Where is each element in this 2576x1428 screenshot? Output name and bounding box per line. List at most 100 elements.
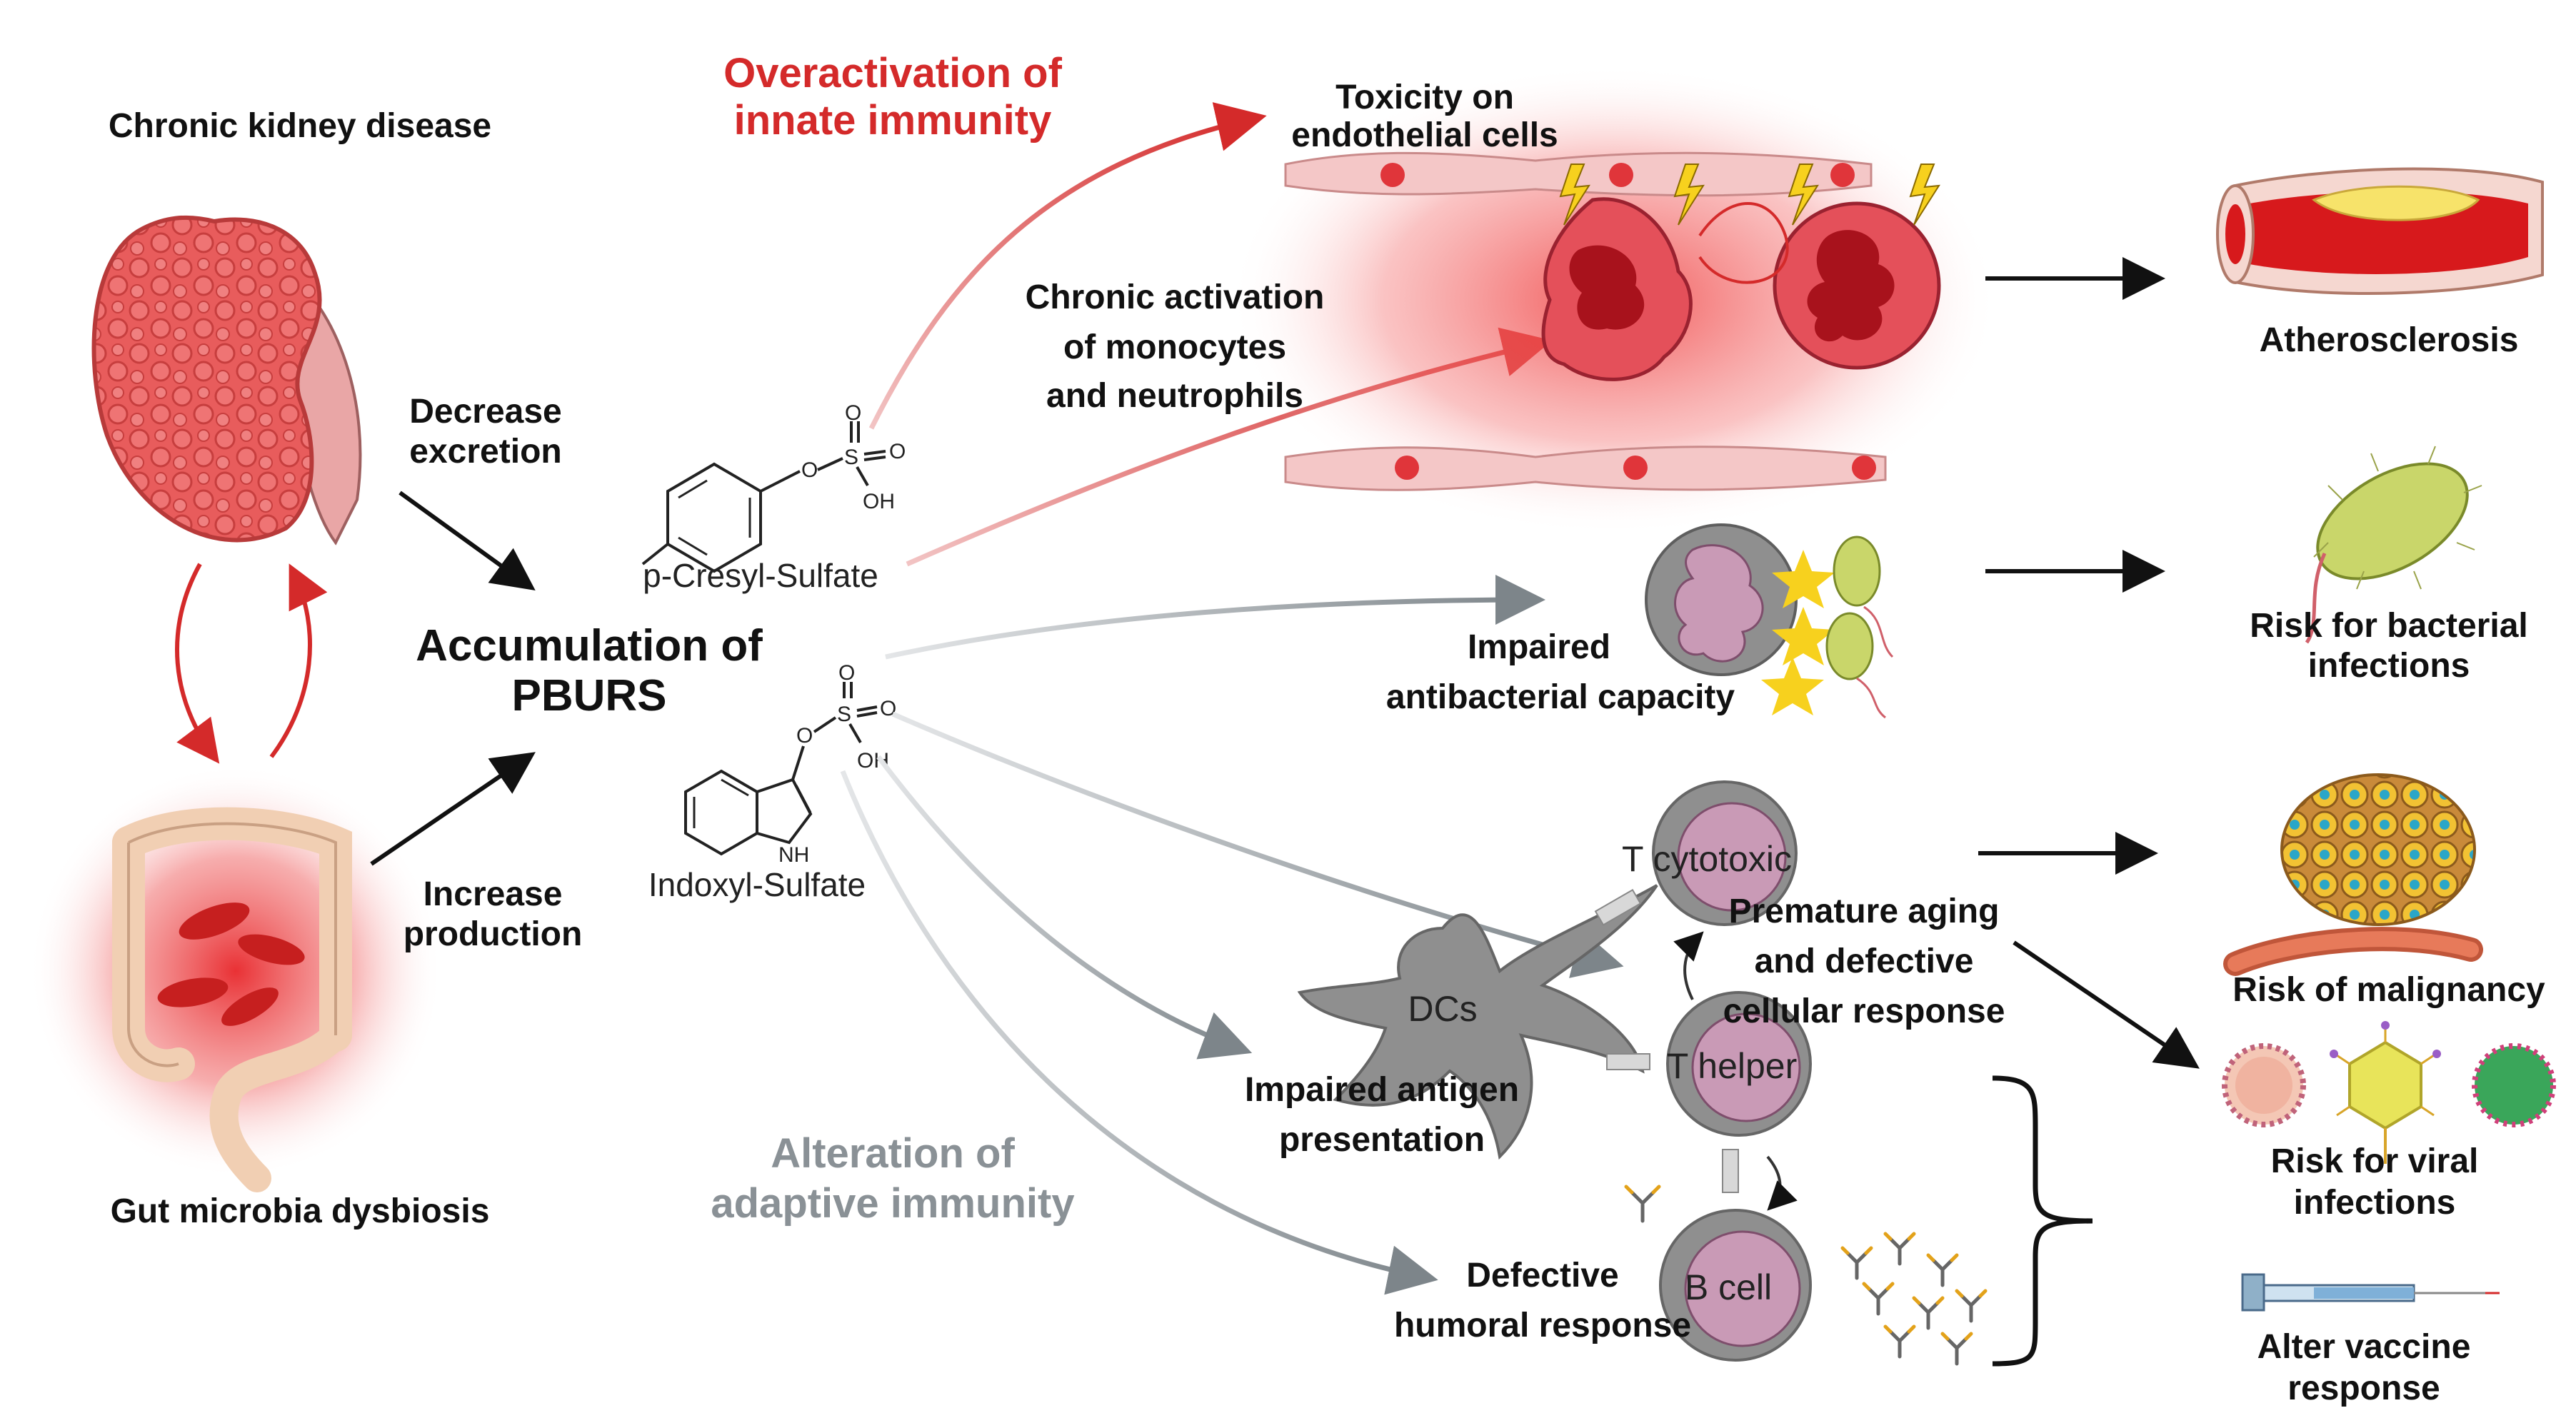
svg-text:infections: infections [2294,1184,2456,1222]
p-cresyl-sulfate-label: p-Cresyl-Sulfate [643,557,878,594]
svg-text:PBURS: PBURS [511,671,666,720]
viral-risk-label: Risk for viral infections [2271,1142,2479,1222]
svg-text:Defective: Defective [1466,1257,1618,1294]
svg-text:B cell: B cell [1685,1267,1772,1307]
atherosclerosis-label: Atherosclerosis [2260,321,2519,359]
svg-text:Chronic kidney disease: Chronic kidney disease [109,107,491,145]
intestine-icon [29,764,443,1192]
svg-text:Alteration of: Alteration of [771,1130,1015,1177]
svg-text:T helper: T helper [1667,1046,1798,1086]
vaccine-label: Alter vaccine response [2257,1328,2471,1407]
bacterium-icon [2305,446,2482,644]
impaired-antibacterial-label: Impaired antibacterial capacity [1386,628,1735,716]
svg-text:Impaired: Impaired [1468,628,1610,666]
svg-text:Risk for bacterial: Risk for bacterial [2250,607,2527,645]
svg-text:NH: NH [778,843,809,867]
arrow-to-humoral [840,770,1438,1295]
svg-text:adaptive immunity: adaptive immunity [711,1180,1074,1227]
svg-text:T cytotoxic: T cytotoxic [1622,839,1792,879]
defective-humoral-label: Defective humoral response [1394,1257,1691,1344]
svg-text:Gut microbia dysbiosis: Gut microbia dysbiosis [111,1192,490,1230]
arrow-production [370,752,536,866]
svg-text:DCs: DCs [1408,989,1477,1029]
arrow-to-endothelial [868,102,1267,430]
svg-text:cellular response: cellular response [1723,992,2005,1030]
svg-text:O: O [845,401,861,425]
svg-text:response: response [2287,1369,2440,1407]
chronic-activation-label: Chronic activation of monocytes and neut… [1026,278,1325,415]
adaptive-immunity-title: Alteration of adaptive immunity [711,1130,1074,1227]
lightning-icons [1559,164,1940,226]
arrow-to-antigen [876,755,1253,1060]
b-cell-icon: B cell [1659,1209,1812,1362]
kidney-label: Chronic kidney disease [109,107,491,145]
toxicity-label: Toxicity on endothelial cells [1291,79,1558,154]
arrow-excretion [399,491,536,591]
svg-text:and defective: and defective [1755,942,1974,980]
neutrophil-bacteria-icon [1645,523,1894,719]
svg-text:and neutrophils: and neutrophils [1046,377,1303,415]
monocyte-icon [1541,197,1693,381]
t-cytotoxic-icon: T cytotoxic [1622,780,1798,926]
syringe-icon [2241,1273,2500,1312]
kidney-icon [91,215,362,545]
accumulation-label: Accumulation of PBURS [416,621,763,720]
svg-text:Indoxyl-Sulfate: Indoxyl-Sulfate [648,866,866,903]
receptor-links [1594,888,1739,1193]
b-cell-cycle-arrow [1766,1155,1798,1211]
kidney-gut-cycle-arrows [175,563,328,764]
svg-text:O: O [889,440,906,463]
adaptive-bracket [1992,1075,2093,1367]
bacterial-risk-label: Risk for bacterial infections [2250,607,2527,685]
t-cell-cycle-arrow [1673,931,1704,1000]
svg-text:OH: OH [863,490,895,513]
svg-text:antibacterial capacity: antibacterial capacity [1386,678,1735,716]
t-helper-icon: T helper [1666,991,1812,1137]
arrow-to-antibacterial [885,575,1545,660]
virus-icon [2222,1021,2556,1164]
svg-text:S: S [837,703,851,726]
svg-text:Chronic activation: Chronic activation [1026,278,1325,316]
svg-text:Premature aging: Premature aging [1729,892,2000,930]
svg-text:Toxicity on: Toxicity on [1335,79,1514,116]
impaired-antigen-label: Impaired antigen presentation [1245,1071,1519,1159]
p-cresyl-sulfate-structure: O S O O OH [641,401,906,573]
svg-text:Overactivation of: Overactivation of [723,50,1062,96]
svg-text:Impaired antigen: Impaired antigen [1245,1071,1519,1109]
svg-text:Increase: Increase [424,875,563,913]
svg-text:Alter vaccine: Alter vaccine [2257,1328,2471,1366]
svg-text:infections: infections [2308,647,2470,685]
svg-text:Risk of malignancy: Risk of malignancy [2232,971,2545,1009]
gut-label: Gut microbia dysbiosis [111,1192,490,1230]
svg-text:humoral response: humoral response [1394,1307,1691,1344]
indoxyl-sulfate-structure: NH O S O O OH [684,661,896,867]
svg-text:innate immunity: innate immunity [734,97,1052,144]
svg-text:presentation: presentation [1279,1121,1485,1159]
innate-immunity-title: Overactivation of innate immunity [723,50,1062,144]
arrow-to-t-cytotoxic [891,711,1624,978]
dendritic-cell-icon: DCs [1297,884,1658,1160]
svg-text:excretion: excretion [409,433,561,471]
svg-text:O: O [801,458,818,482]
svg-text:S: S [844,446,858,469]
increase-production-label: Increase production [404,875,583,953]
svg-text:endothelial cells: endothelial cells [1291,116,1558,154]
svg-text:production: production [404,915,583,953]
svg-text:Risk for viral: Risk for viral [2271,1142,2479,1180]
premature-aging-label: Premature aging and defective cellular r… [1723,892,2005,1030]
decrease-excretion-label: Decrease excretion [409,393,562,471]
svg-text:O: O [838,661,855,685]
svg-text:p-Cresyl-Sulfate: p-Cresyl-Sulfate [643,557,878,594]
arrow-to-viral [2013,940,2200,1069]
neutrophil-icon [1773,201,1941,370]
artery-plaque-icon [2216,167,2544,296]
svg-text:Decrease: Decrease [409,393,562,431]
indoxyl-sulfate-label: Indoxyl-Sulfate [648,866,866,903]
malignancy-risk-label: Risk of malignancy [2232,971,2545,1009]
tumor-icon [2223,773,2483,976]
svg-text:O: O [880,697,896,720]
antibody-icon [1624,1185,1988,1366]
svg-text:O: O [796,724,813,748]
svg-text:Accumulation of: Accumulation of [416,621,763,670]
